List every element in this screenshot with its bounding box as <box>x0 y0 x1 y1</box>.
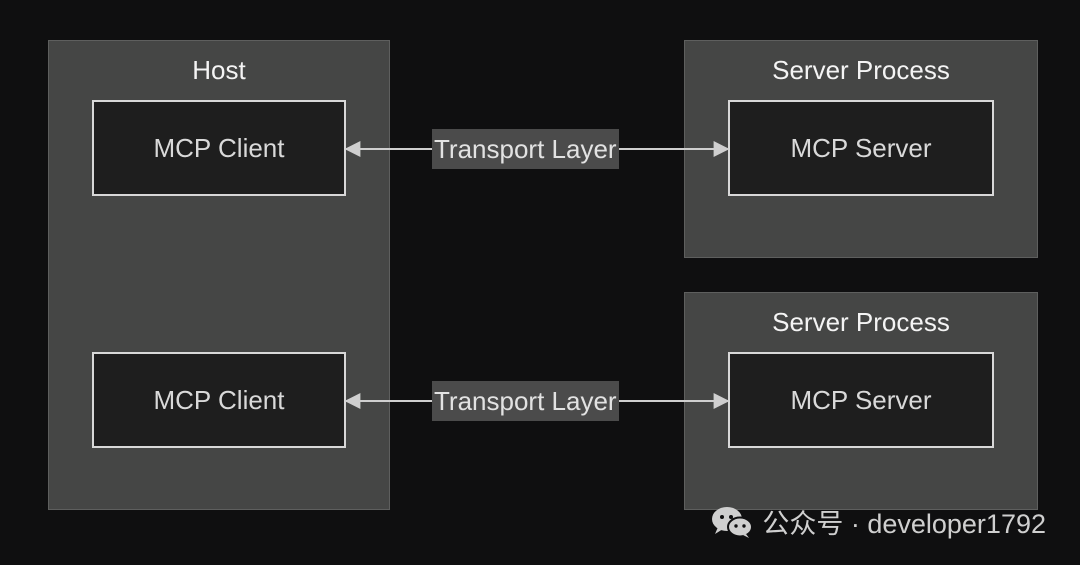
watermark-text: 公众号 · developer1792 <box>762 509 1046 539</box>
mcp-client-node-2: MCP Client <box>92 352 346 448</box>
server-process-title-1: Server Process <box>772 55 950 85</box>
watermark: 公众号 · developer1792 <box>710 502 1046 541</box>
mcp-client-node-1: MCP Client <box>92 100 346 196</box>
mcp-server-node-2: MCP Server <box>728 352 994 448</box>
transport-layer-label-1: Transport Layer <box>432 129 619 169</box>
wechat-icon <box>712 506 754 538</box>
transport-layer-label-2: Transport Layer <box>432 381 619 421</box>
server-process-title-2: Server Process <box>772 307 950 337</box>
host-title: Host <box>192 55 246 85</box>
